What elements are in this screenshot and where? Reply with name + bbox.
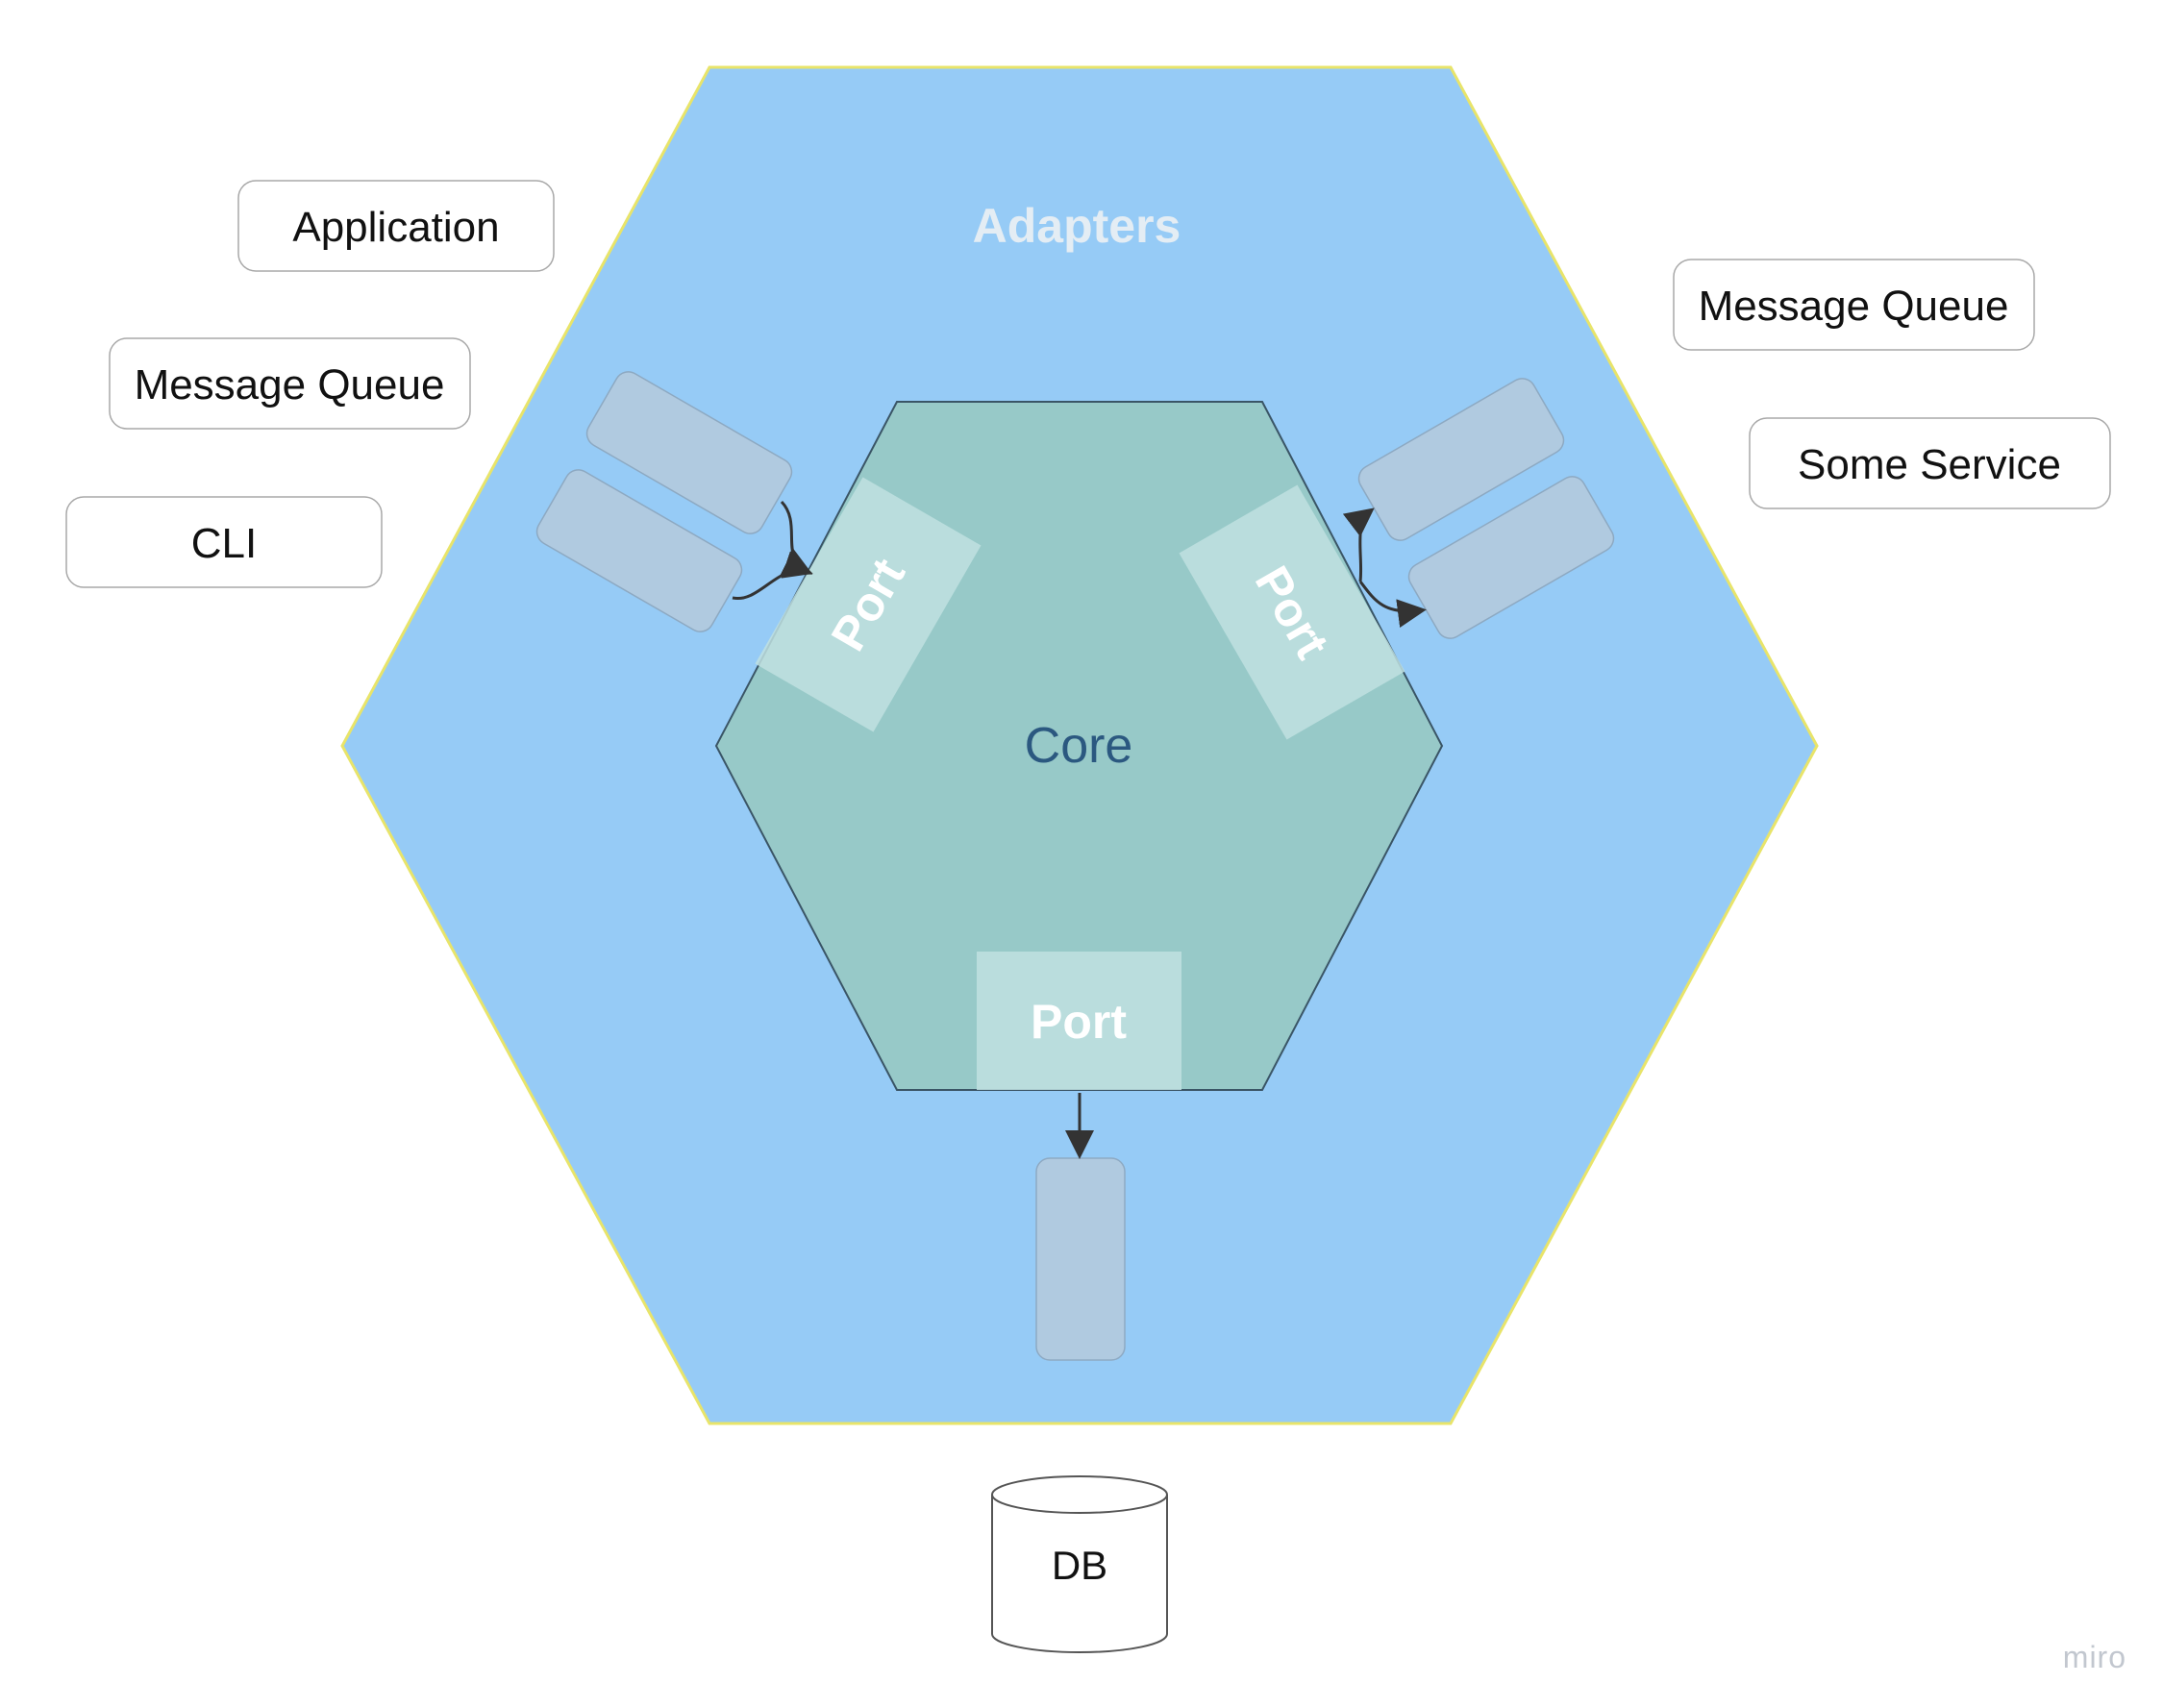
database-cylinder[interactable]: DB	[991, 1475, 1168, 1653]
actor-cli-label: CLI	[191, 520, 257, 567]
port-right[interactable]: Port	[1179, 484, 1405, 740]
actor-some-service[interactable]: Some Service	[1749, 417, 2111, 509]
actor-cli[interactable]: CLI	[65, 496, 383, 588]
connector-port-to-right-upper	[1342, 507, 1375, 582]
adapter-box-right-upper[interactable]	[1354, 374, 1568, 545]
core-label: Core	[1025, 718, 1133, 774]
actor-some-service-label: Some Service	[1798, 441, 2061, 488]
port-bottom[interactable]: Port	[977, 952, 1181, 1090]
connector-port-to-right-lower	[1358, 581, 1427, 628]
actor-application-label: Application	[292, 204, 499, 251]
adapter-box-left-lower[interactable]	[532, 465, 746, 636]
adapter-box-bottom[interactable]	[1035, 1157, 1126, 1361]
adapters-title: Adapters	[973, 199, 1181, 253]
adapter-box-left-upper[interactable]	[582, 367, 796, 538]
actor-message-queue-right[interactable]: Message Queue	[1673, 259, 2035, 351]
database-label: DB	[1052, 1543, 1107, 1588]
port-left[interactable]: Port	[755, 477, 982, 732]
actor-application[interactable]: Application	[237, 180, 555, 272]
connector-left-lower-to-port	[732, 551, 813, 600]
actor-message-queue-left-label: Message Queue	[135, 361, 445, 408]
actor-message-queue-left[interactable]: Message Queue	[109, 337, 471, 430]
port-bottom-label: Port	[1031, 995, 1127, 1049]
miro-watermark: miro	[2063, 1640, 2126, 1674]
actor-message-queue-right-label: Message Queue	[1699, 283, 2009, 330]
